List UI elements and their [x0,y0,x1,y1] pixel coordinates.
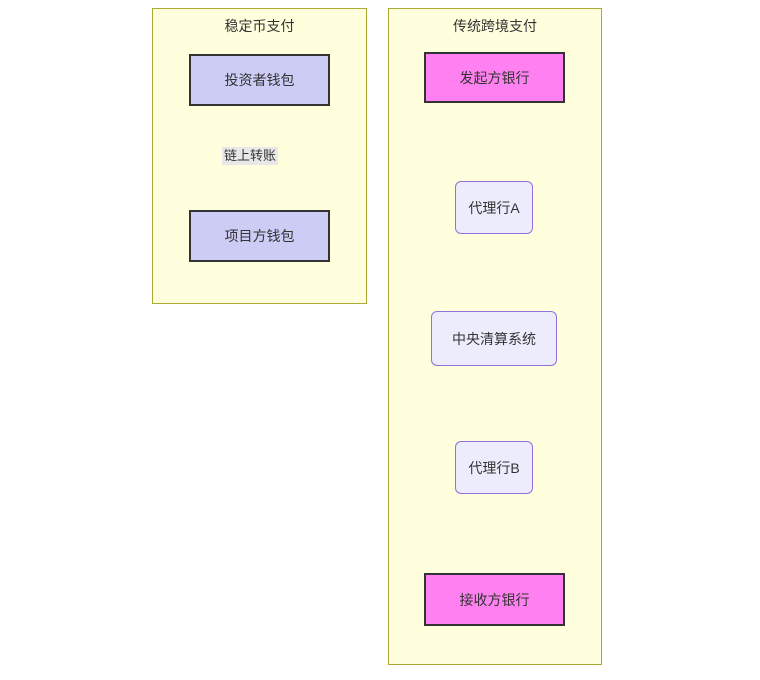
node-label-correspondent-bank-a: 代理行A [468,199,520,216]
subgraph-title-traditional: 传统跨境支付 [453,18,537,34]
node-investor-wallet[interactable]: 投资者钱包 [189,54,330,106]
edge-label-on-chain-transfer: 链上转账 [222,147,279,165]
node-label-investor-wallet: 投资者钱包 [224,72,295,88]
subgraph-title-stablecoin: 稳定币支付 [224,18,295,34]
node-label-central-clearing-system: 中央清算系统 [452,330,536,347]
node-label-receiving-bank: 接收方银行 [459,591,530,608]
node-label-correspondent-bank-b: 代理行B [468,459,520,476]
node-label-project-wallet: 项目方钱包 [224,228,295,244]
node-receiving-bank[interactable]: 接收方银行 [424,573,565,626]
node-originating-bank[interactable]: 发起方银行 [424,52,565,103]
node-project-wallet[interactable]: 项目方钱包 [189,210,330,262]
node-correspondent-bank-a[interactable]: 代理行A [455,181,533,234]
node-correspondent-bank-b[interactable]: 代理行B [455,441,533,494]
node-central-clearing-system[interactable]: 中央清算系统 [431,311,557,366]
node-label-originating-bank: 发起方银行 [459,69,530,86]
